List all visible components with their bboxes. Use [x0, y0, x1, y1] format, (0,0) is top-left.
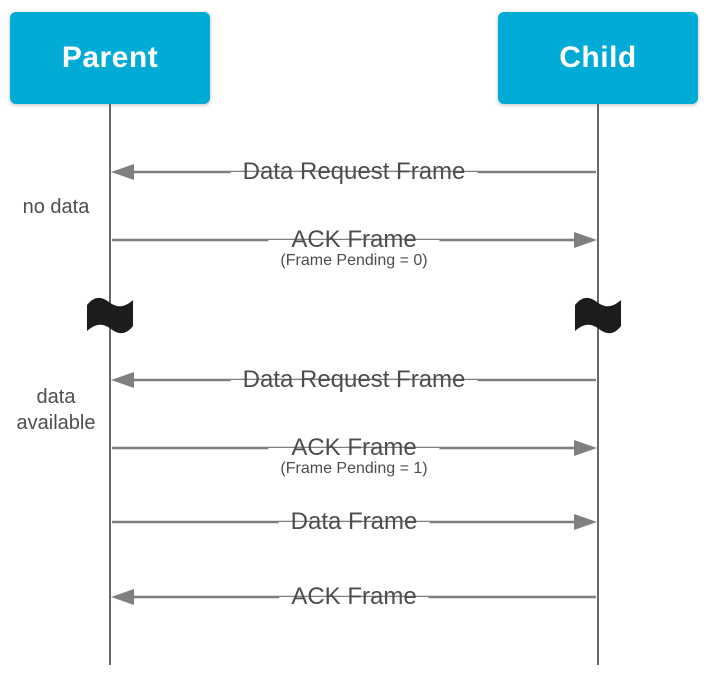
- actor-child: Child: [498, 12, 698, 104]
- flag-icon: [575, 297, 621, 334]
- message-label-wrap: ACK Frame (Frame Pending = 0): [268, 226, 440, 269]
- message-data-request-1: Data Request Frame: [110, 152, 598, 192]
- message-label: Data Frame: [290, 508, 418, 535]
- message-data-request-2: Data Request Frame: [110, 360, 598, 400]
- message-label-wrap: ACK Frame (Frame Pending = 1): [268, 434, 440, 477]
- message-ack-1: ACK Frame (Frame Pending = 0): [110, 220, 598, 269]
- message-label: Data Request Frame: [242, 366, 466, 393]
- message-label: ACK Frame: [291, 434, 417, 461]
- message-label: ACK Frame: [291, 583, 417, 610]
- annotation-no-data: no data: [22, 196, 90, 218]
- message-label-wrap: Data Request Frame: [230, 366, 478, 395]
- actor-parent: Parent: [10, 12, 210, 104]
- message-label-wrap: Data Request Frame: [230, 158, 478, 187]
- message-sublabel: (Frame Pending = 0): [280, 252, 428, 269]
- message-label-wrap: Data Frame: [278, 508, 430, 537]
- annotation-data-available: data available: [16, 386, 96, 434]
- lifeline-parent: [109, 104, 111, 665]
- message-ack-2: ACK Frame (Frame Pending = 1): [110, 428, 598, 477]
- actor-child-label: Child: [559, 41, 637, 74]
- message-data-frame: Data Frame: [110, 502, 598, 542]
- message-sublabel: (Frame Pending = 1): [280, 460, 428, 477]
- message-label: ACK Frame: [291, 226, 417, 253]
- actor-parent-label: Parent: [61, 41, 159, 74]
- lifeline-child: [597, 104, 599, 665]
- message-label-wrap: ACK Frame: [279, 583, 429, 612]
- flag-icon: [87, 297, 133, 334]
- message-ack-3: ACK Frame: [110, 577, 598, 617]
- message-label: Data Request Frame: [242, 158, 466, 185]
